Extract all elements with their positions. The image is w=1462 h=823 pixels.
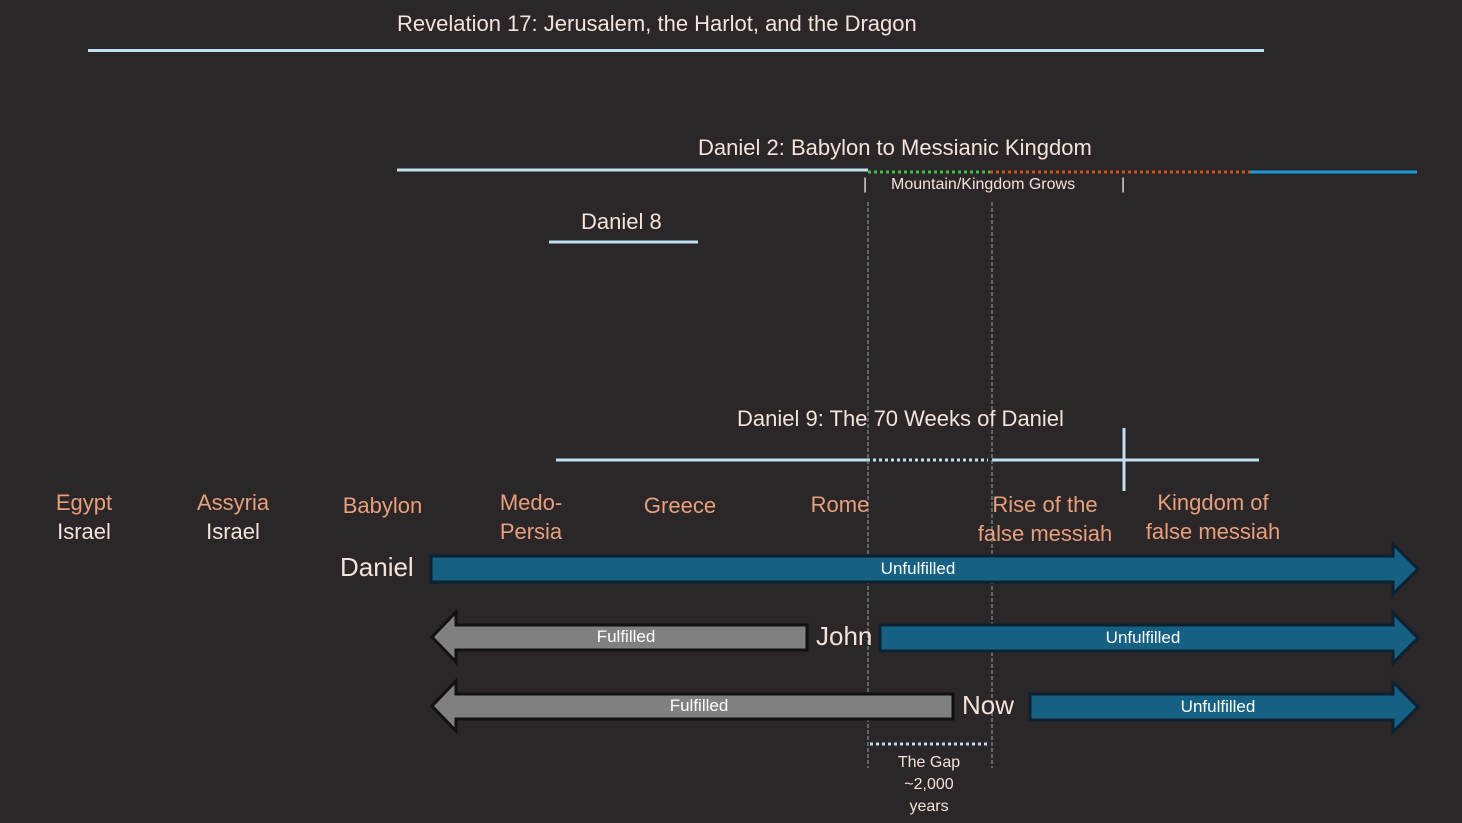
era-name: Babylon bbox=[342, 493, 423, 518]
daniel-8-title: Daniel 8 bbox=[581, 209, 662, 234]
era-sub: false messiah bbox=[1145, 519, 1281, 544]
era-rise-false-messiah: Rise of the false messiah bbox=[965, 490, 1125, 548]
viewer-john: John bbox=[816, 621, 873, 651]
era-name: Greece bbox=[643, 493, 717, 518]
era-sub: Israel bbox=[57, 519, 111, 544]
now-fulfilled-label: Fulfilled bbox=[669, 696, 729, 715]
viewer-daniel: Daniel bbox=[340, 552, 414, 582]
daniel-9-title: Daniel 9: The 70 Weeks of Daniel bbox=[737, 406, 1064, 431]
revelation-17-title: Revelation 17: Jerusalem, the Harlot, an… bbox=[397, 11, 917, 36]
viewer-now: Now bbox=[962, 690, 1015, 720]
era-greece: Greece bbox=[635, 491, 725, 520]
gap-line-2: ~2,000 bbox=[904, 776, 954, 793]
gap-line-1: The Gap bbox=[897, 754, 961, 771]
revelation-17-timeline bbox=[88, 49, 1264, 52]
daniel-2-tick-left: | bbox=[863, 176, 868, 193]
daniel-2-segment-label: Mountain/Kingdom Grows bbox=[891, 176, 1076, 193]
daniel-2-tick-right: | bbox=[1121, 176, 1126, 193]
era-sub: Persia bbox=[499, 519, 563, 544]
john-unfulfilled-label: Unfulfilled bbox=[1105, 628, 1181, 647]
era-name: Egypt bbox=[55, 490, 113, 515]
era-name: Kingdom of bbox=[1157, 490, 1269, 515]
era-sub: Israel bbox=[206, 519, 260, 544]
era-kingdom-false-messiah: Kingdom of false messiah bbox=[1133, 488, 1293, 546]
era-babylon: Babylon bbox=[335, 491, 430, 520]
era-medo-persia: Medo- Persia bbox=[486, 488, 576, 546]
daniel-2-title: Daniel 2: Babylon to Messianic Kingdom bbox=[698, 135, 1092, 160]
era-name: Assyria bbox=[196, 490, 270, 515]
era-name: Medo- bbox=[499, 490, 563, 515]
era-sub: false messiah bbox=[977, 521, 1113, 546]
era-assyria: Assyria Israel bbox=[188, 488, 278, 546]
daniel-unfulfilled-label: Unfulfilled bbox=[880, 559, 956, 578]
era-egypt: Egypt Israel bbox=[44, 488, 124, 546]
gap-label: The Gap ~2,000 years bbox=[879, 752, 979, 818]
era-name: Rise of the bbox=[992, 492, 1098, 517]
john-fulfilled-label: Fulfilled bbox=[596, 627, 656, 646]
era-rome: Rome bbox=[800, 490, 880, 519]
now-unfulfilled-label: Unfulfilled bbox=[1180, 697, 1256, 716]
era-name: Rome bbox=[810, 492, 870, 517]
gap-line-3: years bbox=[909, 798, 949, 815]
